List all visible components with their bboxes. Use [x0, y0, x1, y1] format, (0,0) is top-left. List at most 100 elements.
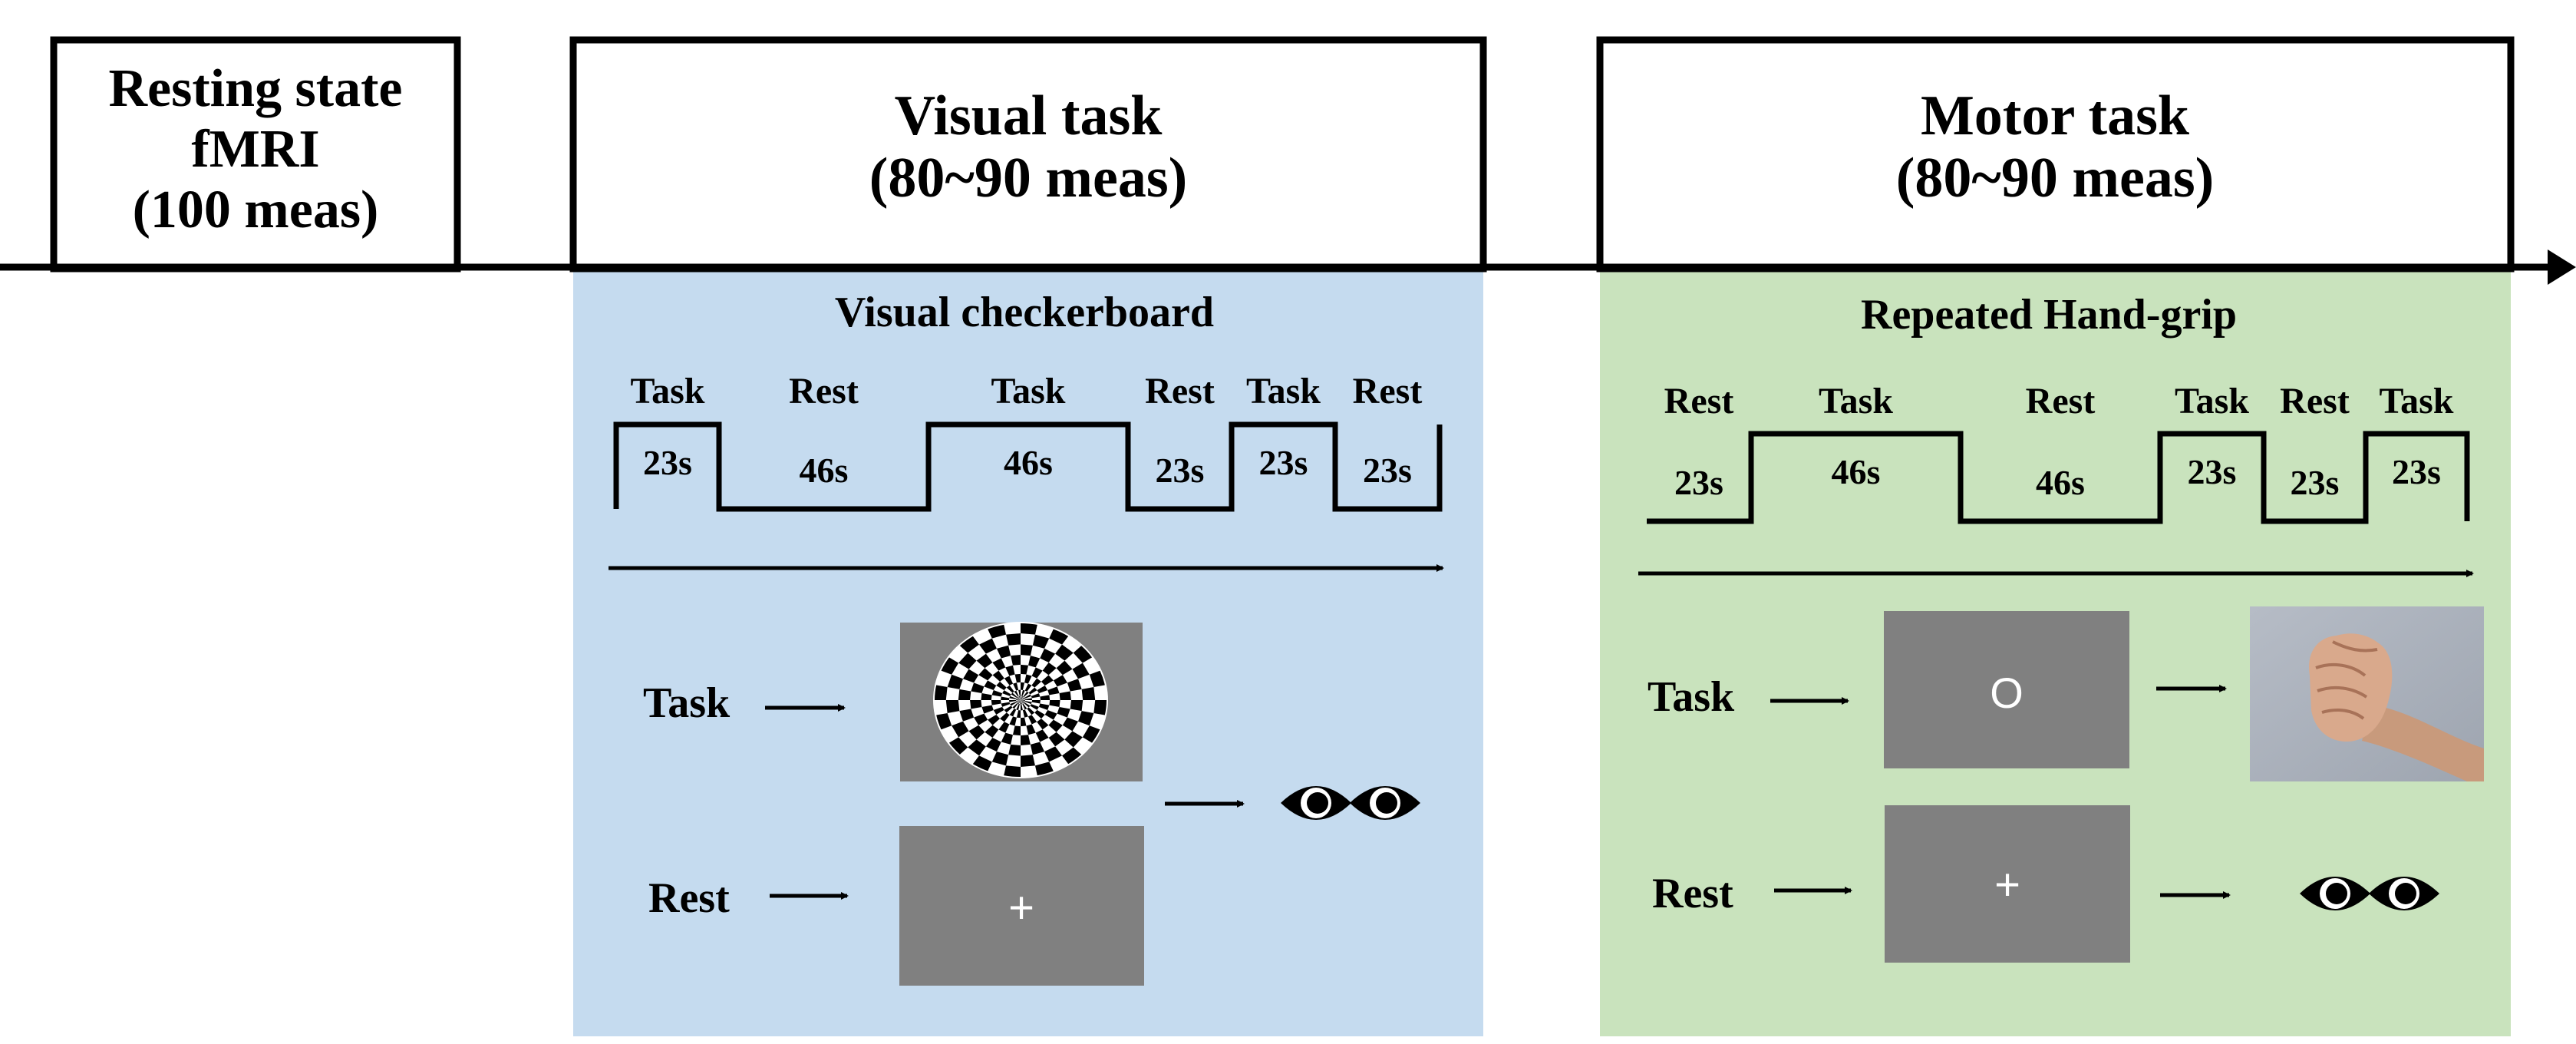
checker-segment [1021, 735, 1031, 746]
visual-rest-screen: + [899, 826, 1144, 986]
checker-segment [1024, 694, 1031, 699]
checker-segment [1093, 700, 1107, 715]
resting-line-3: (100 meas) [133, 180, 379, 240]
checker-segment [1021, 755, 1035, 768]
motor-block-duration: 23s [2392, 452, 2441, 491]
checker-segment [1010, 702, 1018, 706]
checker-segment [988, 714, 1001, 725]
checker-segment [991, 700, 1001, 705]
main-timeline-axis [0, 249, 2576, 285]
checker-segment [1016, 710, 1021, 719]
checker-segment [1081, 687, 1096, 700]
checker-segment [1014, 690, 1019, 697]
motor-block-label: Task [1819, 381, 1893, 421]
checker-segment [1009, 709, 1017, 717]
checkerboard-stimulus [900, 622, 1143, 781]
checker-segment [1019, 700, 1021, 705]
motor-block-duration: 46s [1832, 452, 1881, 491]
visual-task-box: Visual task (80~90 meas) [569, 36, 1487, 273]
checker-segment [981, 705, 994, 714]
checker-segment [1023, 691, 1029, 698]
checker-segment [1009, 695, 1017, 699]
checker-segment [1040, 648, 1056, 662]
visual-block-label: Task [991, 371, 1066, 411]
checker-segment [1073, 644, 1093, 663]
checker-segment [1018, 689, 1021, 696]
checker-segment [998, 722, 1010, 733]
checker-segment [1022, 709, 1028, 718]
checker-segment [1017, 700, 1021, 703]
motor-block-duration: 23s [1674, 463, 1723, 502]
visual-block-waveform [613, 421, 1443, 512]
checker-segment [1021, 623, 1038, 635]
resting-state-box: Resting state fMRI (100 meas) [50, 36, 461, 273]
visual-fixation-cross: + [1008, 883, 1034, 933]
checker-segment [1012, 702, 1018, 709]
checker-segment [1004, 676, 1014, 686]
checker-segment [1067, 679, 1082, 692]
checker-segment [1021, 700, 1023, 705]
visual-block-label: Rest [1145, 371, 1215, 411]
checker-segment [1037, 686, 1048, 694]
checker-segment [1027, 707, 1035, 715]
motor-block-duration: 23s [2188, 452, 2237, 491]
visual-block-label: Task [1246, 371, 1321, 411]
checker-segment [1056, 660, 1073, 676]
fist-photo [2250, 606, 2484, 781]
visual-block-label: Rest [789, 371, 859, 411]
checker-segment [1001, 702, 1011, 707]
checker-segment [1011, 654, 1021, 666]
motor-task-box: Motor task (80~90 meas) [1596, 36, 2515, 273]
checker-segment [1021, 664, 1029, 675]
checker-segment [971, 682, 985, 694]
checker-segment [1004, 705, 1013, 713]
visual-box-title: Visual task [895, 84, 1163, 147]
checker-segment [992, 670, 1004, 682]
checker-segment [1031, 667, 1043, 679]
checker-segment [958, 689, 971, 700]
checker-segment [1003, 765, 1021, 777]
checker-segment [1016, 699, 1021, 700]
checker-segment [1044, 746, 1063, 762]
checker-segment [1016, 703, 1020, 711]
checker-segment [1037, 719, 1049, 730]
checker-segment [1017, 696, 1021, 700]
checker-segment [939, 656, 959, 675]
checker-segment [962, 669, 979, 683]
checker-segment [993, 706, 1004, 715]
checker-segment [1001, 696, 1010, 700]
checker-segment [981, 693, 992, 700]
checker-segment [1040, 695, 1051, 700]
checker-segment [945, 700, 960, 713]
checker-segment [1048, 732, 1065, 747]
checker-segment [976, 653, 993, 669]
checker-segment [1026, 724, 1036, 735]
checker-segment [1021, 698, 1025, 700]
motor-block-label: Task [2380, 381, 2454, 421]
checker-segment [958, 652, 977, 669]
visual-block-duration: 23s [643, 443, 692, 482]
motor-block-label: Rest [2280, 381, 2350, 421]
checker-segment [1032, 634, 1050, 649]
checker-segment [1021, 717, 1027, 727]
checker-segment [1053, 675, 1067, 687]
checker-segment [1018, 700, 1021, 704]
checker-segment [1038, 703, 1050, 711]
checker-segment [978, 668, 993, 681]
motor-task-screen: O [1884, 611, 2129, 768]
checker-segment [1016, 698, 1021, 700]
checker-segment [974, 713, 988, 725]
checker-segment [1024, 702, 1031, 708]
checker-segment [1021, 696, 1024, 700]
motor-block-duration: 46s [2036, 463, 2085, 502]
resting-line-2: fMRI [191, 120, 319, 179]
checker-segment [996, 645, 1011, 659]
checker-segment [959, 709, 975, 722]
checker-segment [1035, 729, 1049, 742]
checker-segment [1031, 678, 1041, 688]
checker-segment [991, 752, 1009, 766]
checker-segment [1022, 703, 1027, 710]
checker-segment [1078, 711, 1094, 726]
